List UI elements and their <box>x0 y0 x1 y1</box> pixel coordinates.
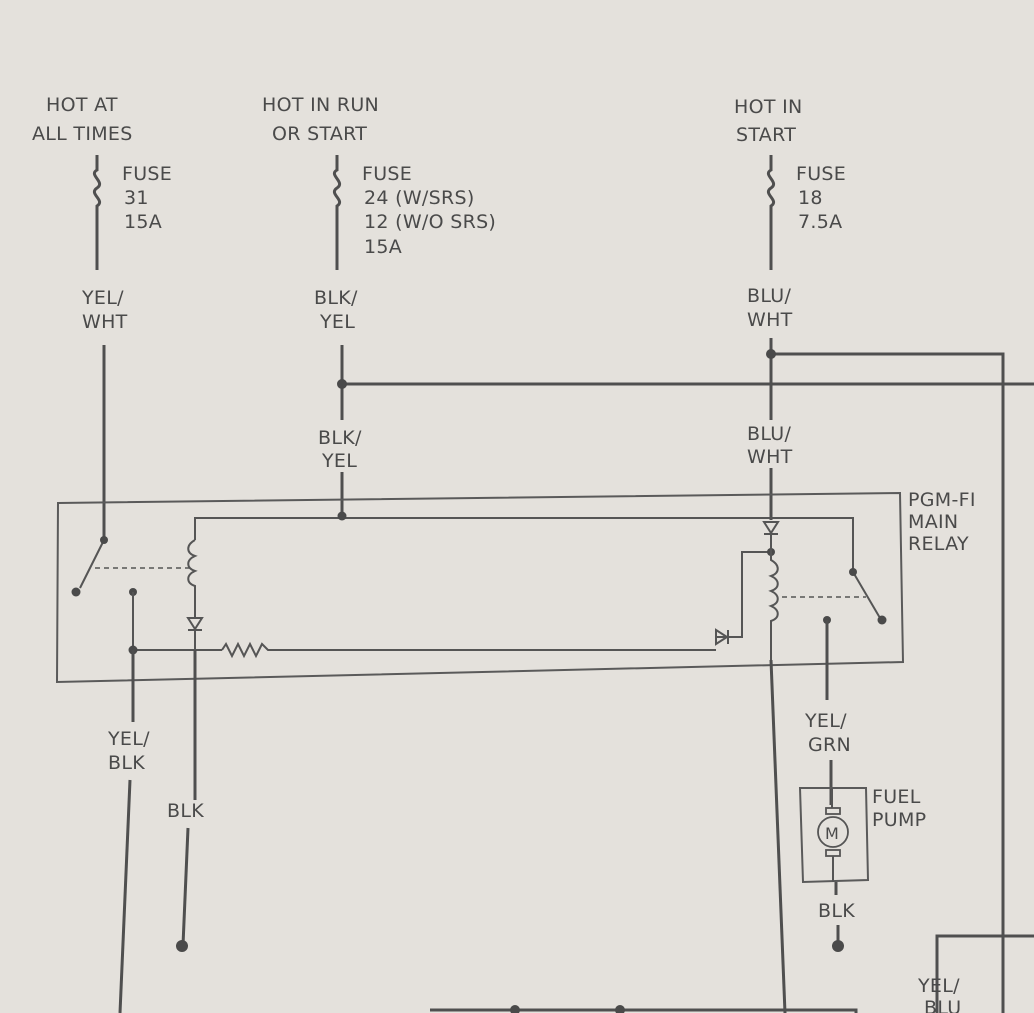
fuse-label: FUSE <box>796 163 846 185</box>
fuse-rating: 15A <box>124 211 162 233</box>
relay-label: RELAY <box>908 533 969 555</box>
wire-label-blk-pump: BLK <box>818 900 855 922</box>
header-hot-at-all-times: HOT AT ALL TIMES <box>32 94 133 145</box>
fuel-pump-label: PUMP <box>872 809 926 831</box>
fuse-24-12: FUSE 24 (W/SRS) 12 (W/O SRS) 15A <box>332 155 496 270</box>
fuel-pump-box <box>798 787 870 884</box>
wire-label-blk-yel-mid: BLK/ YEL <box>318 427 362 472</box>
wire-color: WHT <box>747 309 793 331</box>
fuse-rating: 15A <box>364 236 402 258</box>
wire-color: BLK/ <box>314 287 358 309</box>
wire-color: WHT <box>747 446 793 468</box>
relay-lower-bus <box>132 592 222 651</box>
relay-switch-left <box>79 539 105 589</box>
fuse-label: FUSE <box>362 163 412 185</box>
fuel-pump-label: FUEL <box>872 786 921 808</box>
relay-label: MAIN <box>908 511 958 533</box>
fuse-rating: 7.5A <box>798 211 842 233</box>
ground-point <box>832 940 844 952</box>
wire-label-blk-yel-top: BLK/ YEL <box>314 287 358 333</box>
resistor <box>221 641 716 659</box>
fuse-number: 31 <box>124 187 149 209</box>
wire-label-yel-blk: YEL/ BLK <box>107 728 150 774</box>
wire-color: BLK/ <box>318 427 362 449</box>
wire-color: BLK <box>108 752 145 774</box>
wire-color: YEL/ <box>917 975 960 997</box>
motor-symbol: M <box>825 824 839 843</box>
wire-color: WHT <box>82 311 128 333</box>
wire-label-blu-wht-top: BLU/ WHT <box>747 285 793 331</box>
wire-label-yel-grn: YEL/ GRN <box>804 710 851 756</box>
relay-coil-right <box>768 534 779 660</box>
fuse-label: FUSE <box>122 163 172 185</box>
fuse-number: 12 (W/O SRS) <box>364 211 496 233</box>
wire-color: YEL/ <box>804 710 847 732</box>
wire-blu-wht-down <box>769 659 787 1013</box>
fuse-31: FUSE 31 15A <box>92 155 172 270</box>
wire-color: BLU <box>924 997 961 1013</box>
motor-icon <box>817 816 849 848</box>
wire-label-yel-blu: YEL/ BLU <box>917 975 961 1013</box>
wire-color: GRN <box>808 734 851 756</box>
header-hot-in-start: HOT IN START <box>734 96 803 146</box>
header-line: OR START <box>272 123 367 145</box>
fuse-18: FUSE 18 7.5A <box>766 155 846 270</box>
diode-top-right <box>762 521 780 535</box>
splice-node <box>766 349 776 359</box>
diode-left <box>186 617 204 631</box>
header-line: HOT IN <box>734 96 803 118</box>
wire-right-partial <box>935 934 1034 1013</box>
header-line: HOT AT <box>46 94 118 116</box>
splice-node <box>337 379 347 389</box>
relay-switch-right <box>852 571 881 619</box>
fuse-number: 18 <box>798 187 823 209</box>
wire-color: YEL <box>319 311 355 333</box>
relay-coil-left <box>187 539 198 612</box>
wire-color: BLU/ <box>747 423 791 445</box>
wire-label-blu-wht-mid: BLU/ WHT <box>747 423 793 468</box>
wire-color: YEL <box>321 450 357 472</box>
header-line: START <box>736 124 796 146</box>
relay-label: PGM-FI <box>908 489 976 511</box>
header-line: ALL TIMES <box>32 123 133 145</box>
fuse-number: 24 (W/SRS) <box>364 187 475 209</box>
header-line: HOT IN RUN <box>262 94 379 116</box>
pgm-fi-main-relay: PGM-FI MAIN RELAY <box>55 489 976 684</box>
wire-bottom-bus <box>430 1008 858 1013</box>
wire-label-yel-wht: YEL/ WHT <box>81 287 128 333</box>
header-hot-in-run-or-start: HOT IN RUN OR START <box>262 94 379 145</box>
wire-color: YEL/ <box>81 287 124 309</box>
relay-outline <box>55 491 905 684</box>
wire-color: YEL/ <box>107 728 150 750</box>
wire-label-blk: BLK <box>167 800 204 822</box>
splice-node <box>337 511 347 521</box>
fuel-pump: M FUEL PUMP <box>798 786 926 884</box>
wire-color: BLU/ <box>747 285 791 307</box>
ground-point <box>176 940 188 952</box>
wire-blu-wht-bus <box>771 352 1005 1013</box>
relay-internal-wiring <box>194 517 854 570</box>
